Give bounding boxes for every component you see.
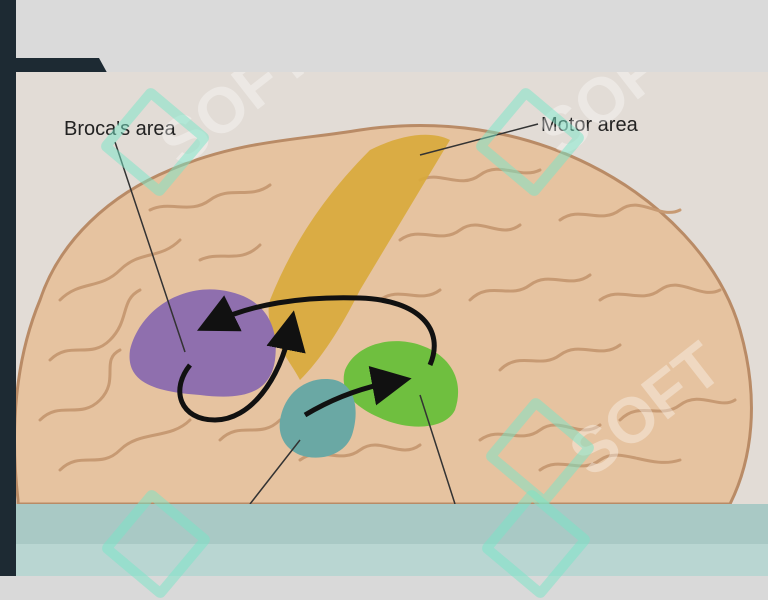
broca-pointer-line (114, 141, 186, 353)
top-band (0, 0, 768, 72)
wernicke-pointer-line (419, 394, 456, 504)
brain-outline (13, 123, 753, 504)
motor-area-label: Motor area (541, 114, 638, 136)
watermark-logo-icon (479, 487, 593, 600)
broca-area-label: Broca's area (64, 118, 176, 140)
left-accent-bar (0, 0, 16, 576)
bottom-band (16, 487, 768, 600)
auditory-pointer-line (249, 439, 301, 504)
arrow-wernicke-to-broca (197, 295, 437, 366)
brain-diagram (13, 123, 753, 504)
arrow-auditory-to-wernicke (303, 366, 412, 418)
watermark-logo-icon (99, 487, 213, 600)
motor-pointer-line (419, 123, 539, 156)
brain-diagram-panel: Broca's area Motor area SOFT SOFT SOFT (0, 72, 768, 504)
motor-area-region (268, 134, 450, 380)
bottom-band-lower (16, 544, 768, 576)
brain-gyri (38, 167, 737, 472)
arrow-broca-to-motor (177, 310, 306, 423)
